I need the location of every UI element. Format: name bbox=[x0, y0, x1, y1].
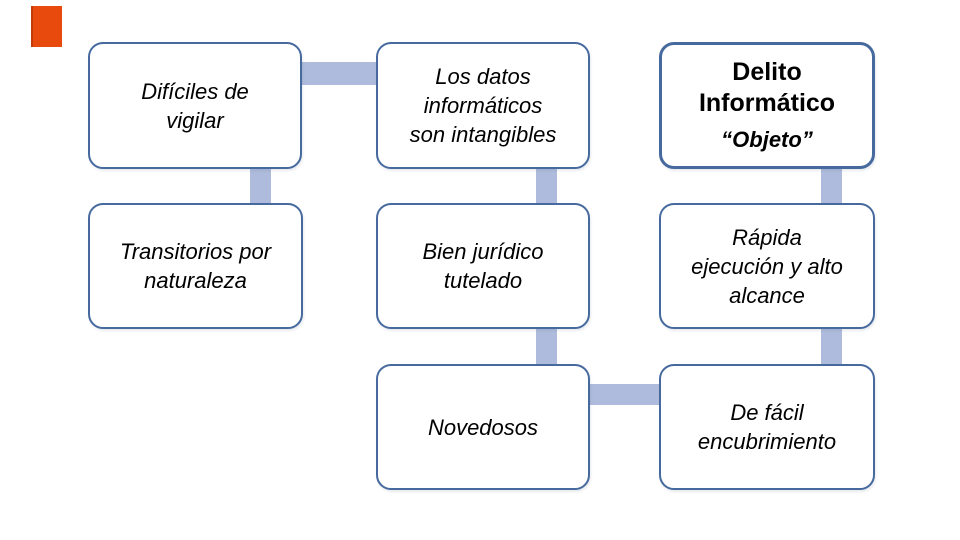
node-dificiles-label: Difíciles de vigilar bbox=[141, 78, 249, 133]
node-novedosos-label: Novedosos bbox=[427, 414, 539, 440]
hub-title: Delito Informático bbox=[698, 58, 836, 117]
hub-subtitle: “Objeto” bbox=[721, 127, 813, 152]
node-bien-juridico: Bien jurídico tutelado bbox=[376, 203, 590, 329]
connector-v-datos-bien bbox=[536, 167, 557, 205]
node-datos-label: Los datos informáticos son intangibles bbox=[409, 64, 557, 147]
node-facil-label: De fácil encubrimiento bbox=[697, 400, 837, 454]
connector-v-dificiles-transitorios bbox=[250, 167, 271, 205]
node-transitorios-label: Transitorios por naturaleza bbox=[119, 239, 272, 293]
node-delito-informatico-hub: Delito Informático “Objeto” bbox=[659, 42, 875, 169]
node-datos-intangibles: Los datos informáticos son intangibles bbox=[376, 42, 590, 169]
connector-v-rapida-facil bbox=[821, 327, 842, 366]
node-bien-label: Bien jurídico tutelado bbox=[422, 239, 544, 293]
accent-bar bbox=[31, 6, 62, 47]
connector-v-delito-rapida bbox=[821, 167, 842, 205]
node-novedosos: Novedosos bbox=[376, 364, 590, 490]
node-facil-encubrimiento: De fácil encubrimiento bbox=[659, 364, 875, 490]
connector-v-bien-novedosos bbox=[536, 327, 557, 366]
node-rapida-label: Rápida ejecución y alto alcance bbox=[691, 224, 843, 308]
node-rapida-ejecucion: Rápida ejecución y alto alcance bbox=[659, 203, 875, 329]
connector-h-dificiles-datos bbox=[300, 62, 378, 85]
node-dificiles-de-vigilar: Difíciles de vigilar bbox=[88, 42, 302, 169]
node-transitorios: Transitorios por naturaleza bbox=[88, 203, 303, 329]
connector-h-novedosos-facil bbox=[588, 384, 661, 405]
